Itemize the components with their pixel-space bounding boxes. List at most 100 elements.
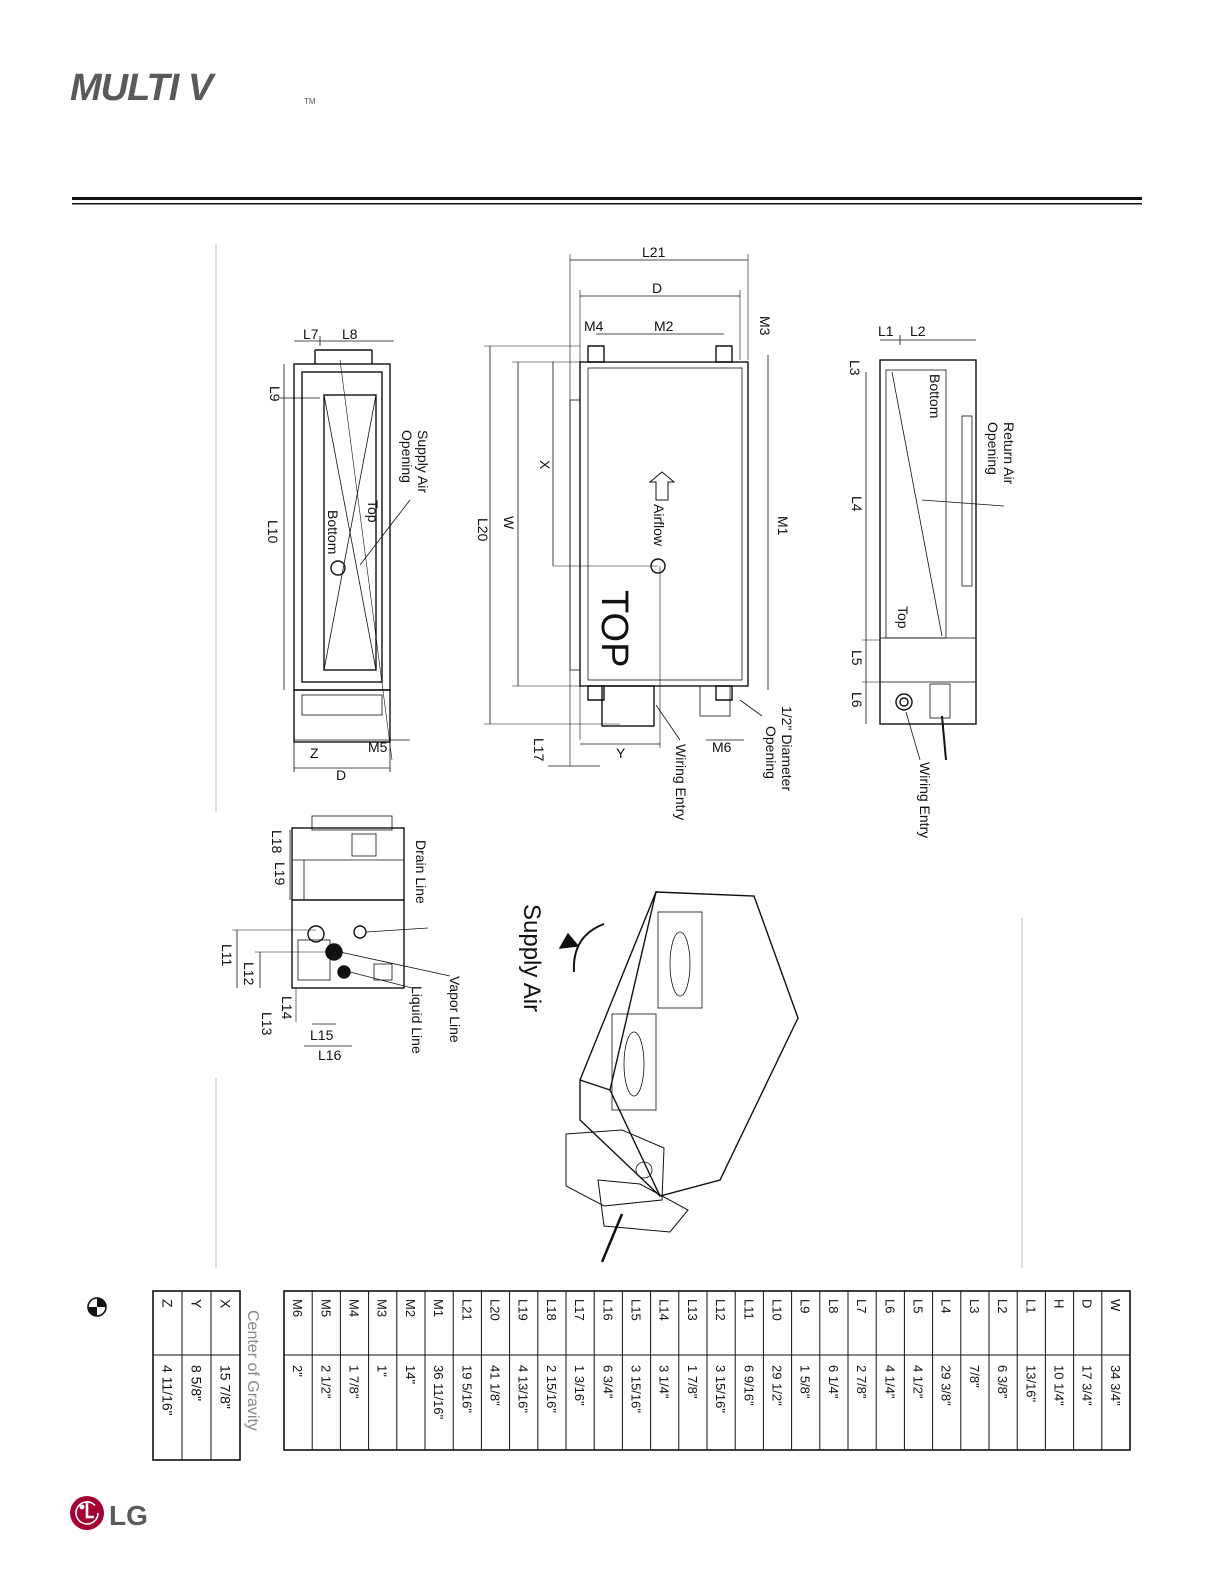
dim-label-l11: L11 bbox=[741, 1299, 756, 1320]
dim-value-l9: 1 5/8" bbox=[798, 1365, 813, 1399]
dim-value-h: 10 1/4" bbox=[1052, 1365, 1067, 1406]
dim-label-l6: L6 bbox=[882, 1299, 897, 1313]
annot-half-inch-diameter: 1/2" Diameter bbox=[779, 706, 795, 791]
cog-value-y: 8 5/8" bbox=[189, 1365, 205, 1401]
right-side-view bbox=[862, 335, 1005, 761]
lg-logo-text: LG bbox=[109, 1500, 148, 1531]
dim-label-w: W bbox=[1108, 1299, 1123, 1312]
annot-top-front: TOP bbox=[593, 590, 635, 667]
annot-wiring-entry-right: Wiring Entry bbox=[917, 762, 933, 838]
label-m6: M6 bbox=[712, 739, 732, 755]
dim-value-l6: 4 1/4" bbox=[882, 1365, 897, 1399]
label-l20: L20 bbox=[475, 518, 491, 542]
annot-bottom-left: Bottom bbox=[325, 510, 341, 554]
dim-label-l4: L4 bbox=[939, 1299, 954, 1313]
center-of-gravity-icon bbox=[87, 1297, 107, 1317]
dim-label-l1: L1 bbox=[1023, 1299, 1038, 1313]
dim-label-l16: L16 bbox=[600, 1299, 615, 1321]
header-rule bbox=[72, 197, 1142, 205]
label-l12: L12 bbox=[241, 962, 257, 986]
dim-value-l20: 41 1/8" bbox=[488, 1365, 503, 1406]
annot-drain-line: Drain Line bbox=[413, 840, 429, 904]
cog-table-title: Center of Gravity bbox=[244, 1310, 261, 1431]
dim-value-l10: 29 1/2" bbox=[770, 1365, 785, 1406]
dim-value-l15: 3 15/16" bbox=[629, 1365, 644, 1413]
isometric-view bbox=[558, 891, 799, 1263]
dim-value-w: 34 3/4" bbox=[1108, 1365, 1123, 1406]
dim-label-m6: M6 bbox=[290, 1299, 305, 1317]
dim-value-l13: 1 7/8" bbox=[685, 1365, 700, 1399]
dim-value-l19: 4 13/16" bbox=[516, 1365, 531, 1413]
label-m4: M4 bbox=[584, 318, 604, 334]
trademark-text: TM bbox=[304, 97, 316, 106]
annot-supply-air-iso: Supply Air bbox=[518, 904, 545, 1012]
dim-value-m5: 2 1/2" bbox=[318, 1365, 333, 1399]
dim-label-l12: L12 bbox=[713, 1299, 728, 1321]
dim-label-h: H bbox=[1052, 1299, 1067, 1308]
label-m2: M2 bbox=[654, 318, 674, 334]
piping-view bbox=[232, 815, 451, 1047]
label-l14: L14 bbox=[279, 996, 295, 1020]
dim-label-l17: L17 bbox=[572, 1299, 587, 1321]
dim-value-l4: 29 3/8" bbox=[939, 1365, 954, 1406]
label-l18: L18 bbox=[269, 830, 285, 854]
cog-label-y: Y bbox=[189, 1299, 205, 1309]
dim-value-l17: 1 3/16" bbox=[572, 1365, 587, 1406]
label-m1: M1 bbox=[775, 516, 791, 536]
annot-return-opening: Opening bbox=[985, 422, 1001, 475]
dim-value-l12: 3 15/16" bbox=[713, 1365, 728, 1413]
lg-logo: LG bbox=[70, 1496, 148, 1531]
label-l9: L9 bbox=[267, 386, 283, 402]
label-l3: L3 bbox=[847, 360, 863, 376]
label-y: Y bbox=[616, 745, 626, 761]
label-l17: L17 bbox=[531, 738, 547, 762]
dim-label-l7: L7 bbox=[854, 1299, 869, 1313]
dim-label-l20: L20 bbox=[488, 1299, 503, 1321]
label-z: Z bbox=[310, 745, 319, 761]
label-l5: L5 bbox=[849, 650, 865, 666]
dim-value-l1: 13/16" bbox=[1023, 1365, 1038, 1403]
annot-airflow: Airflow bbox=[651, 504, 667, 547]
annot-bottom-right: Bottom bbox=[927, 374, 943, 418]
label-x: X bbox=[537, 460, 553, 470]
dim-label-l3: L3 bbox=[967, 1299, 982, 1313]
dim-label-l21: L21 bbox=[459, 1299, 474, 1321]
label-d-front: D bbox=[652, 280, 662, 296]
label-l15: L15 bbox=[310, 1027, 334, 1043]
dim-value-m1: 36 11/16" bbox=[431, 1365, 446, 1420]
dim-value-l21: 19 5/16" bbox=[459, 1365, 474, 1413]
dim-label-m5: M5 bbox=[318, 1299, 333, 1317]
label-d-left: D bbox=[336, 767, 346, 783]
dim-label-m4: M4 bbox=[347, 1299, 362, 1317]
dim-value-l18: 2 15/16" bbox=[544, 1365, 559, 1413]
label-l13: L13 bbox=[259, 1012, 275, 1036]
label-l4: L4 bbox=[849, 496, 865, 512]
label-l1: L1 bbox=[878, 323, 894, 339]
annot-supply-opening: Opening bbox=[399, 430, 415, 483]
dim-value-m4: 1 7/8" bbox=[347, 1365, 362, 1399]
annot-liquid-line: Liquid Line bbox=[409, 986, 425, 1054]
annot-vapor-line: Vapor Line bbox=[447, 976, 463, 1043]
dim-value-l3: 7/8" bbox=[967, 1365, 982, 1388]
label-w: W bbox=[501, 516, 517, 530]
label-l10: L10 bbox=[265, 520, 281, 544]
dim-value-l11: 6 9/16" bbox=[741, 1365, 756, 1406]
multi-v-logo-text: MULTI V bbox=[70, 68, 216, 108]
dim-value-l16: 6 3/4" bbox=[600, 1365, 615, 1399]
annot-supply-air: Supply Air bbox=[415, 430, 431, 493]
label-l2: L2 bbox=[910, 323, 926, 339]
dim-label-l19: L19 bbox=[516, 1299, 531, 1321]
annot-top-left: Top bbox=[365, 500, 381, 523]
dim-label-m1: M1 bbox=[431, 1299, 446, 1317]
annot-half-inch-opening: Opening bbox=[763, 726, 779, 779]
dim-label-d: D bbox=[1080, 1299, 1095, 1308]
label-m5: M5 bbox=[368, 739, 388, 755]
dim-value-m2: 14" bbox=[403, 1365, 418, 1384]
dim-value-m3: 1" bbox=[375, 1365, 390, 1377]
label-m3: M3 bbox=[757, 316, 773, 336]
cog-value-x: 15 7/8" bbox=[218, 1365, 234, 1409]
dim-label-l8: L8 bbox=[826, 1299, 841, 1313]
label-l11: L11 bbox=[219, 944, 235, 967]
label-l7: L7 bbox=[303, 326, 319, 342]
